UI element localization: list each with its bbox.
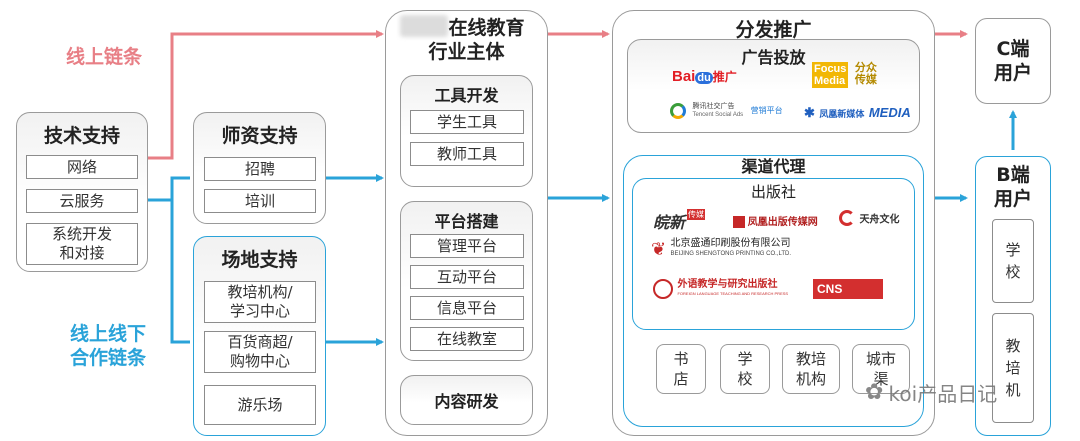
core-title-line2: 行业主体 — [428, 41, 505, 63]
publisher-panel: 出版社 皖新传媒 凤凰出版传媒网 天舟文化 ❦ 北京盛通印刷股份有限公司 BEI… — [632, 178, 915, 330]
platform-title: 平台搭建 — [434, 212, 499, 231]
c-end-users-panel: C端 用户 — [975, 18, 1051, 104]
content-title: 内容研发 — [434, 392, 499, 411]
tools-panel: 工具开发 学生工具 教师工具 — [400, 75, 533, 187]
core-title-line1: 在线教育 — [448, 17, 525, 39]
tech-support-panel: 技术支持 网络 云服务 系统开发 和对接 — [16, 112, 148, 272]
ads-title: 广告投放 — [741, 48, 806, 67]
ifeng-media-logo: ✱ 凤凰新媒体 MEDIA — [804, 105, 911, 120]
platform-item-interactive: 互动平台 — [410, 265, 524, 289]
teacher-item-recruit: 招聘 — [204, 157, 316, 181]
arrow-tech-to-venue — [170, 200, 190, 344]
venue-item-mall: 百货商超/ 购物中心 — [204, 331, 316, 373]
shengtong-icon: ❦ — [651, 239, 667, 259]
teacher-item-training: 培训 — [204, 189, 316, 213]
tencent-ads-logo: 腾讯社交广告 Tencent Social Ads 营销平台 — [670, 102, 783, 120]
phoenix-publishing-logo: 凤凰出版传媒网 — [733, 213, 818, 229]
tech-support-title: 技术支持 — [43, 125, 120, 147]
focus-media-logo: Focus Media 分众 传媒 — [812, 62, 877, 88]
venue-support-title: 场地支持 — [221, 249, 298, 271]
outlet-training-institution: 教培 机构 — [782, 344, 840, 394]
venue-item-amusement-park: 游乐场 — [204, 385, 316, 425]
core-panel: 在线教育 行业主体 工具开发 学生工具 教师工具 平台搭建 管理平台 互动平台 … — [385, 10, 548, 436]
phoenix-icon — [733, 216, 745, 229]
outlet-bookstore: 书 店 — [656, 344, 706, 394]
venue-item-training-center: 教培机构/ 学习中心 — [204, 281, 316, 323]
c-end-users-title: C端 用户 — [993, 38, 1032, 84]
offline-chain-label-1: 线上线下 — [70, 323, 147, 345]
b-user-training: 教 培 机 — [992, 313, 1034, 423]
channel-panel: 渠道代理 出版社 皖新传媒 凤凰出版传媒网 天舟文化 ❦ 北京盛通印刷股份有限公… — [623, 155, 924, 427]
platform-item-classroom: 在线教室 — [410, 327, 524, 351]
wanxin-logo: 皖新传媒 — [653, 209, 706, 232]
content-panel: 内容研发 — [400, 375, 533, 425]
tools-item-teacher: 教师工具 — [410, 142, 524, 166]
outlet-city-channel: 城市 渠 — [852, 344, 910, 394]
distribution-title: 分发推广 — [735, 19, 812, 41]
cns-logo: CNS — [813, 279, 883, 299]
fltrp-logo: 外语教学与研究出版社 FOREIGN LANGUAGE TEACHING AND… — [653, 279, 788, 299]
platform-item-management: 管理平台 — [410, 234, 524, 258]
wechat-icon: ✿ — [865, 380, 884, 405]
teacher-support-panel: 师资支持 招聘 培训 — [193, 112, 326, 224]
tianzhou-icon — [839, 209, 855, 226]
tools-title: 工具开发 — [434, 86, 499, 105]
tencent-ads-icon — [670, 102, 686, 119]
fltrp-seal-icon — [653, 279, 673, 299]
blurred-logo — [400, 15, 448, 37]
venue-support-panel: 场地支持 教培机构/ 学习中心 百货商超/ 购物中心 游乐场 — [193, 236, 326, 436]
b-end-users-panel: B端 用户 学 校 教 培 机 — [975, 156, 1051, 436]
tools-item-student: 学生工具 — [410, 110, 524, 134]
b-user-school: 学 校 — [992, 219, 1034, 303]
tianzhou-logo: 天舟文化 — [839, 209, 899, 227]
outlet-school: 学 校 — [720, 344, 770, 394]
teacher-support-title: 师资支持 — [221, 125, 298, 147]
offline-chain-label-2: 合作链条 — [70, 347, 147, 369]
tech-item-system: 系统开发 和对接 — [26, 223, 138, 265]
platform-item-information: 信息平台 — [410, 296, 524, 320]
watermark: ✿ koi产品日记 — [865, 380, 998, 406]
ifeng-icon: ✱ — [804, 105, 815, 120]
b-end-users-title: B端 用户 — [993, 164, 1032, 210]
online-chain-label: 线上链条 — [66, 46, 143, 68]
platform-panel: 平台搭建 管理平台 互动平台 信息平台 在线教室 — [400, 201, 533, 361]
shengtong-logo: ❦ 北京盛通印刷股份有限公司 BEIJING SHENGTONG PRINTIN… — [651, 238, 792, 259]
arrow-tech-to-support — [148, 176, 190, 202]
tech-item-cloud: 云服务 — [26, 189, 138, 213]
arrow-tech-to-core — [148, 30, 384, 160]
tech-item-network: 网络 — [26, 155, 138, 179]
publisher-title: 出版社 — [750, 183, 796, 201]
channel-title: 渠道代理 — [741, 157, 806, 176]
